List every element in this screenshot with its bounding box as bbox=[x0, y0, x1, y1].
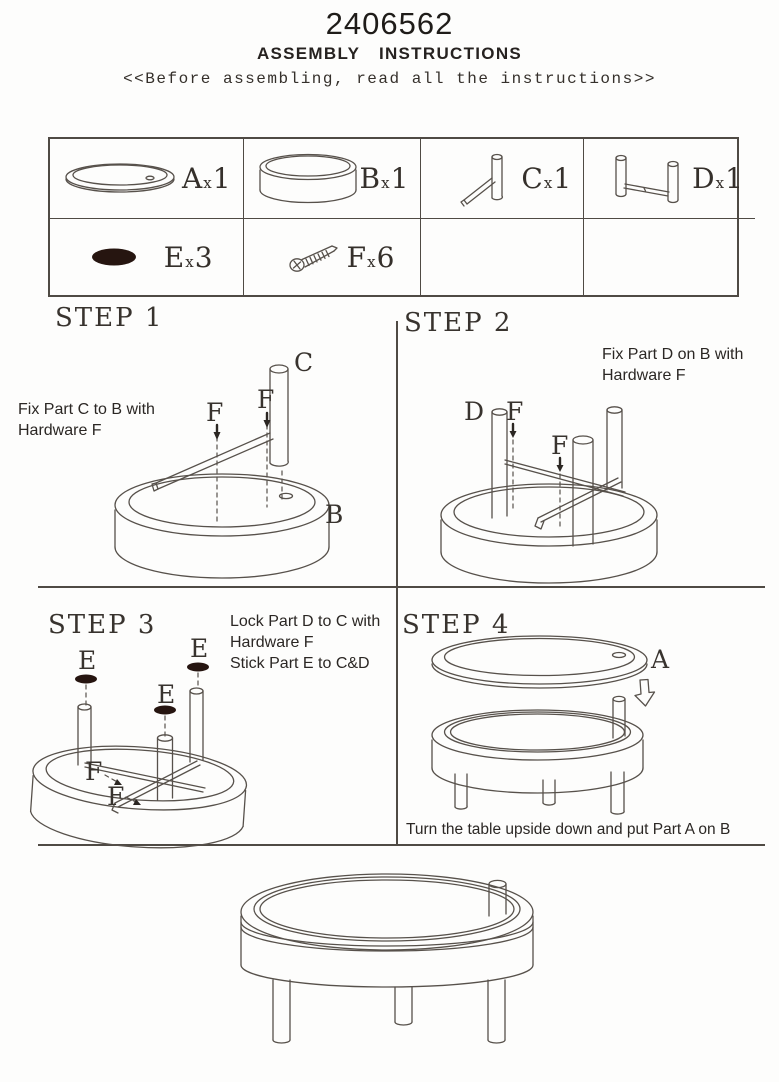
step3-diagram: E E E F F bbox=[29, 634, 248, 849]
step2-label-f2: F bbox=[551, 431, 568, 460]
part-e-label: Ex3 bbox=[163, 240, 213, 274]
grid-divider-horizontal-2 bbox=[38, 844, 765, 846]
step1-label-f1: F bbox=[206, 398, 223, 427]
step2-instruction: Fix Part D on B with Hardware F bbox=[602, 346, 744, 384]
step3-label-f1: F bbox=[85, 757, 102, 786]
part-f-screw-icon bbox=[288, 245, 338, 272]
part-b-drum-icon bbox=[258, 153, 357, 203]
page-title: ASSEMBLY INSTRUCTIONS bbox=[256, 44, 523, 63]
parts-cell-a: Ax1 bbox=[50, 139, 244, 219]
parts-cell-d: Dx1 bbox=[584, 139, 755, 219]
step1-label-f2: F bbox=[257, 385, 274, 414]
step3-label-f2: F bbox=[107, 782, 124, 811]
step3-instruction: Lock Part D to C with Hardware F Stick P… bbox=[230, 613, 381, 672]
grid-divider-horizontal-1 bbox=[38, 586, 765, 588]
part-c-leg-icon bbox=[460, 153, 504, 207]
parts-cell-f: Fx6 bbox=[244, 219, 422, 295]
step1-label-b: B bbox=[325, 500, 343, 529]
part-a-label: Ax1 bbox=[182, 162, 231, 195]
step3-heading: STEP 3 bbox=[48, 610, 157, 640]
step3-label-e1: E bbox=[78, 646, 96, 675]
step3-label-e2: E bbox=[190, 634, 208, 663]
final-assembled-table bbox=[240, 873, 534, 1044]
step3-label-e3: E bbox=[157, 680, 175, 709]
step2-label-d: D bbox=[464, 397, 484, 426]
part-d-label: Dx1 bbox=[692, 162, 743, 195]
step2-label-f1: F bbox=[506, 397, 523, 426]
grid-divider-vertical bbox=[396, 321, 398, 846]
model-number: 2406562 bbox=[325, 6, 454, 41]
step1-label-c: C bbox=[294, 348, 313, 377]
step4-diagram: A bbox=[431, 635, 670, 815]
step4-caption: Turn the table upside down and put Part … bbox=[406, 821, 731, 838]
step1-instruction: Fix Part C to B with Hardware F bbox=[18, 401, 155, 439]
step2-heading: STEP 2 bbox=[404, 308, 513, 338]
part-b-label: Bx1 bbox=[359, 162, 409, 195]
step2-diagram: D F F bbox=[440, 397, 658, 584]
part-a-tray-icon bbox=[65, 162, 175, 193]
step1-heading: STEP 1 bbox=[55, 303, 164, 333]
parts-cell-c: Cx1 bbox=[421, 139, 585, 219]
parts-cell-empty-2 bbox=[584, 219, 755, 295]
step4-heading: STEP 4 bbox=[402, 610, 511, 640]
part-e-pad-icon bbox=[92, 248, 136, 266]
parts-cell-e: Ex3 bbox=[50, 219, 244, 295]
step4-label-a: A bbox=[650, 645, 670, 674]
parts-table: Ax1 Bx1 Cx1 bbox=[48, 137, 755, 297]
parts-cell-empty-1 bbox=[421, 219, 585, 295]
read-instructions-note: <<Before assembling, read all the instru… bbox=[123, 70, 656, 88]
parts-cell-b: Bx1 bbox=[243, 139, 422, 219]
part-c-label: Cx1 bbox=[521, 162, 572, 195]
part-d-legs-icon bbox=[615, 154, 679, 203]
part-f-label: Fx6 bbox=[346, 240, 395, 274]
step1-diagram: F F C B bbox=[114, 348, 343, 579]
